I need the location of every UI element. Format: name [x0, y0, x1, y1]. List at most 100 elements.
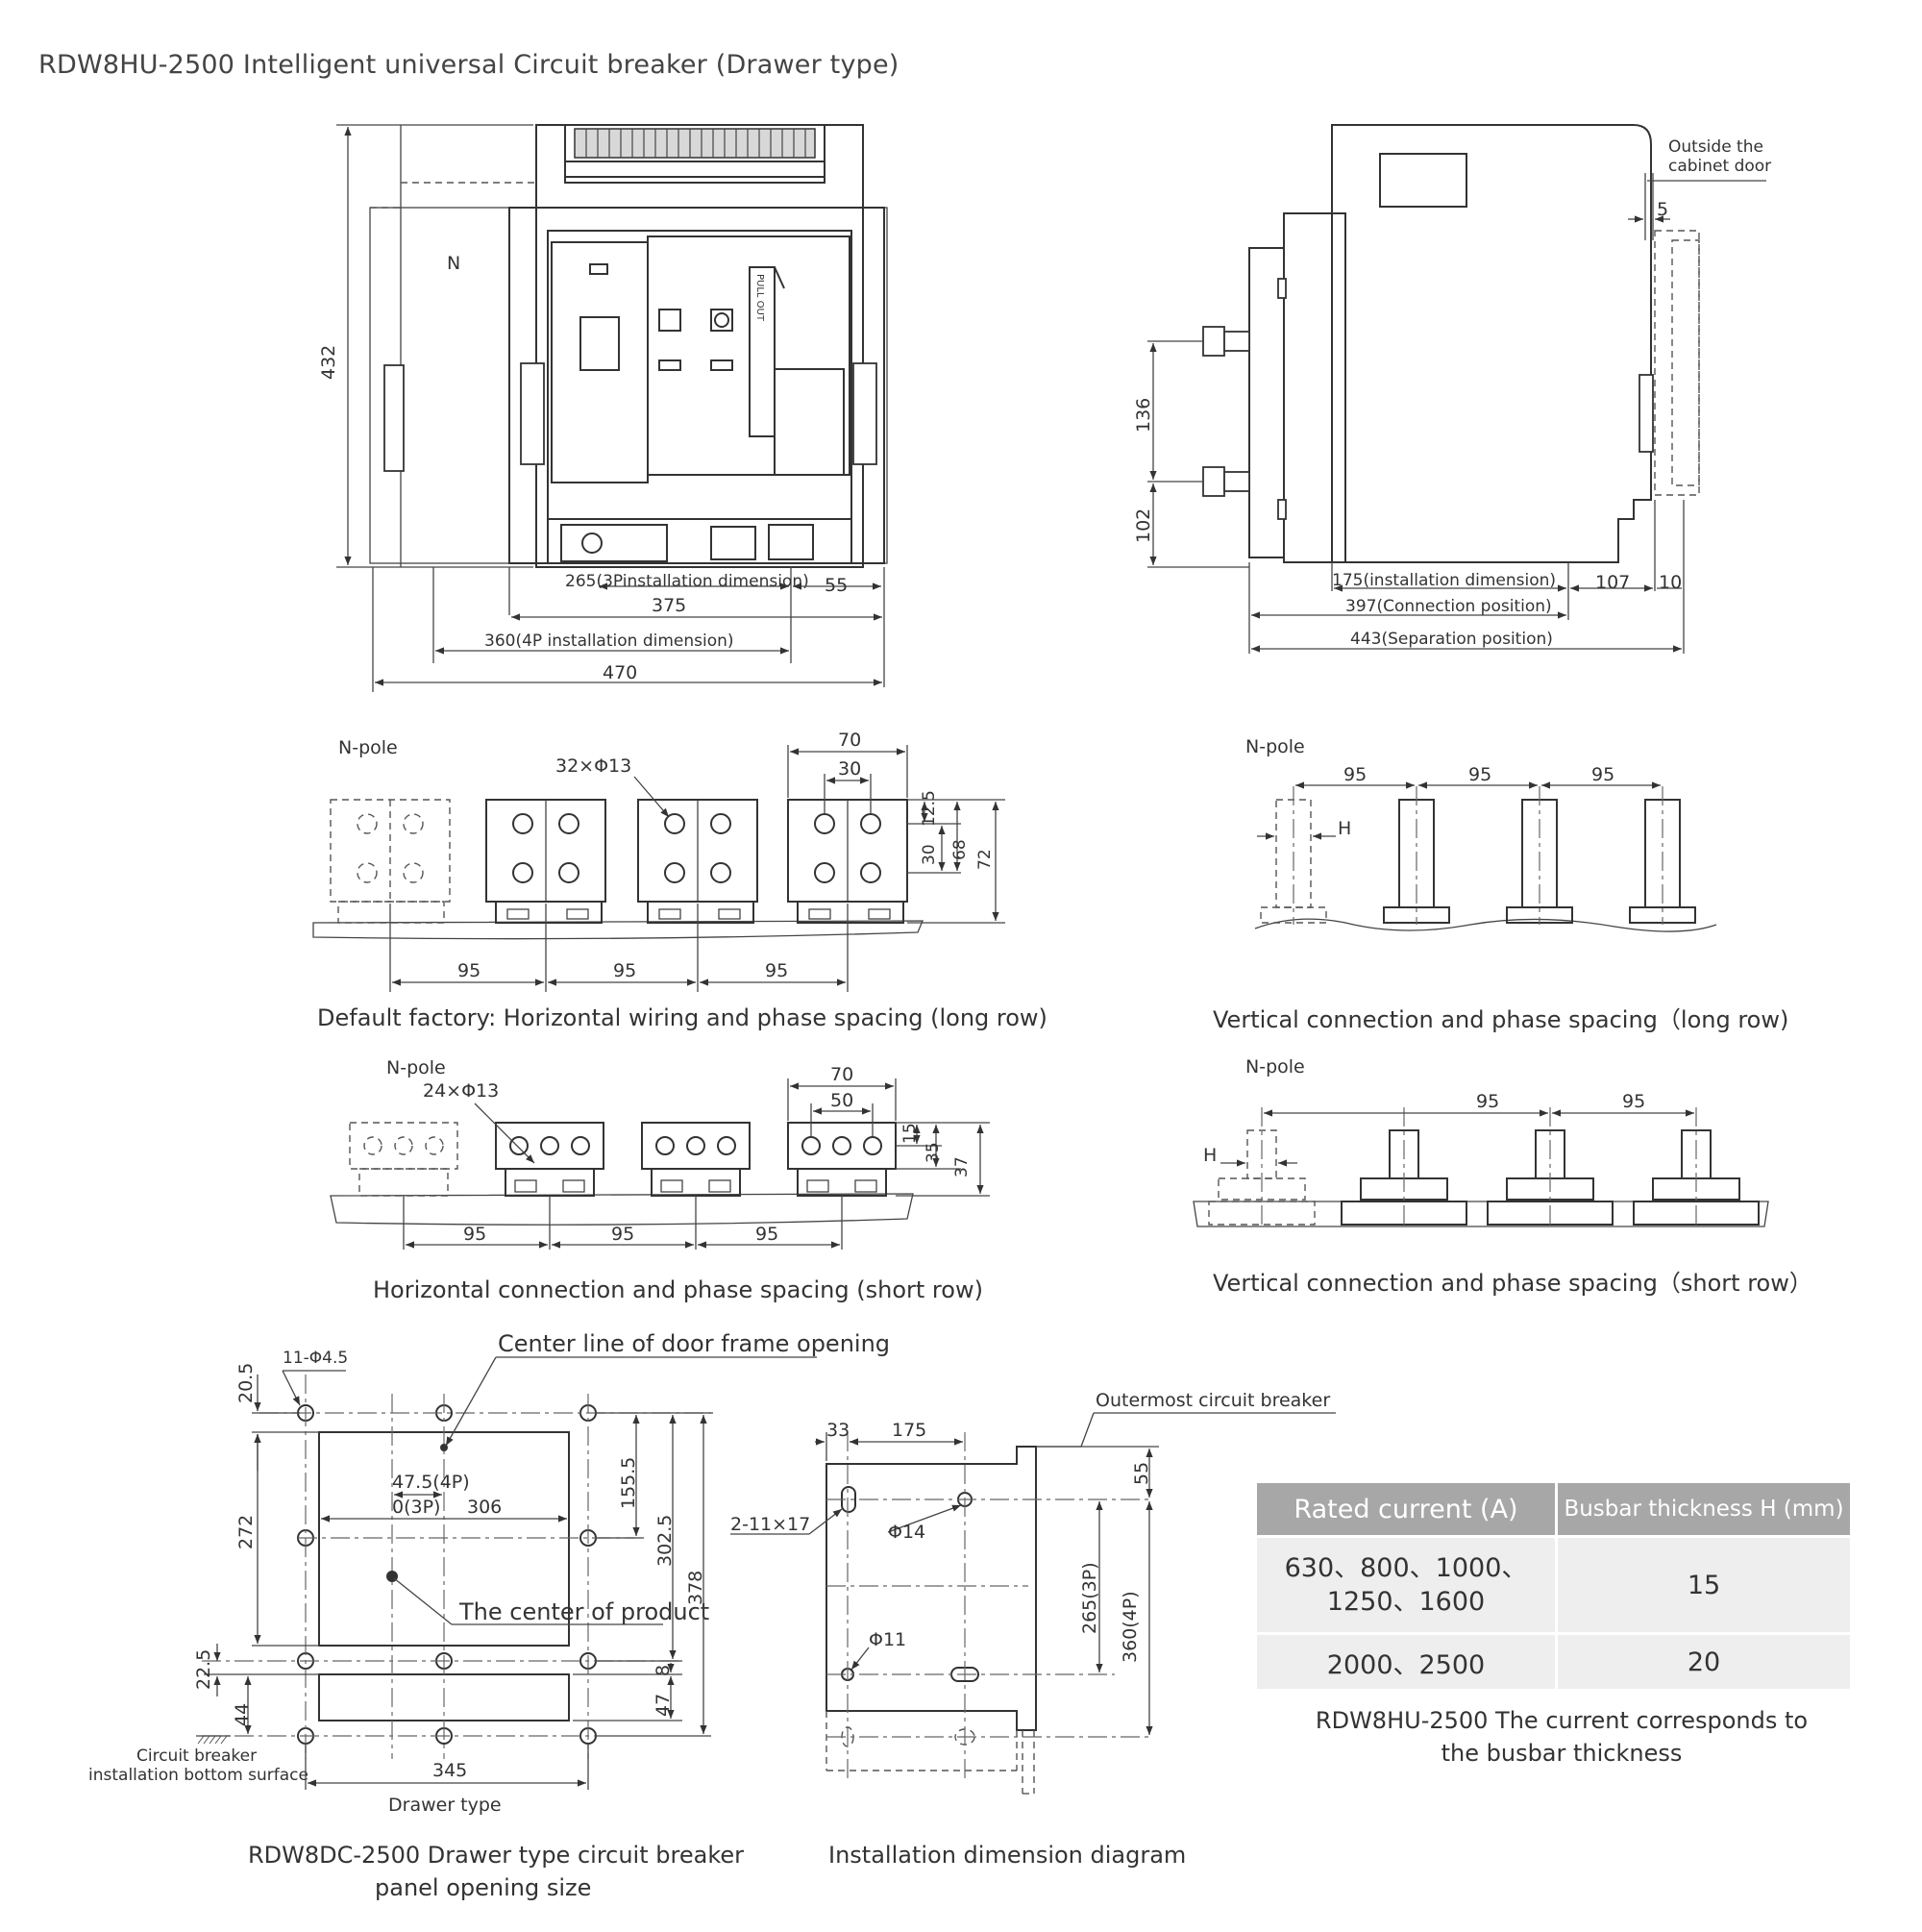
cell-current: 630、800、1000、 1250、1600 [1257, 1535, 1558, 1634]
spacing-95: 95 [1622, 1091, 1645, 1112]
dim-70: 70 [838, 730, 861, 751]
n-pole-label: N [447, 253, 460, 274]
dim-10: 10 [1659, 572, 1682, 593]
dim-47-5-4p: 47.5(4P) [392, 1472, 470, 1493]
spacing-95: 95 [463, 1224, 486, 1245]
caption-horizontal-short: Horizontal connection and phase spacing … [373, 1276, 983, 1303]
caption-line-2: the busbar thickness [1441, 1740, 1683, 1767]
spacing-95: 95 [1343, 764, 1367, 785]
dim-272: 272 [235, 1515, 257, 1549]
dim-306: 306 [467, 1497, 502, 1518]
dim-397: 397(Connection position) [1345, 597, 1552, 616]
dim-70: 70 [830, 1064, 853, 1085]
dim-68: 68 [950, 839, 970, 860]
caption-vertical-short: Vertical connection and phase spacing（sh… [1213, 1270, 1812, 1297]
horizontal-short-row: N-pole 24×Φ13 70 50 15 35 [330, 1057, 990, 1303]
dim-12-5: 12.5 [920, 790, 939, 827]
spacing-95: 95 [611, 1224, 634, 1245]
dim-30: 30 [838, 758, 861, 780]
h-label: H [1203, 1145, 1217, 1166]
n-pole-label: N-pole [1245, 736, 1305, 757]
caption-horizontal-long: Default factory: Horizontal wiring and p… [317, 1004, 1047, 1031]
dim-44: 44 [232, 1703, 253, 1726]
cell-thickness: 20 [1556, 1632, 1850, 1689]
dim-0-3p: 0(3P) [392, 1497, 440, 1518]
busbar-table-caption: RDW8HU-2500 The current corresponds to t… [1257, 1704, 1866, 1770]
holes-24-phi13: 24×Φ13 [423, 1080, 499, 1102]
dim-175: 175 [892, 1420, 926, 1441]
header-busbar-thickness: Busbar thickness H (mm) [1556, 1483, 1850, 1537]
table-header-row: Rated current (A) Busbar thickness H (mm… [1257, 1483, 1850, 1537]
spacing-95: 95 [1591, 764, 1614, 785]
side-view: 5 Outside the cabinet door 136 102 175(i… [1133, 124, 1771, 654]
dim-50: 50 [830, 1090, 853, 1111]
slot-label: 2-11×17 [730, 1514, 810, 1535]
dim-265-3p: 265(3P) [1079, 1562, 1100, 1634]
bottom-label-1: Circuit breaker [136, 1746, 257, 1766]
holes-11-phi4-5: 11-Φ4.5 [283, 1349, 348, 1368]
dim-345: 345 [432, 1760, 467, 1781]
dim-360-4p: 360(4P installation dimension) [484, 632, 734, 651]
dim-432: 432 [318, 345, 339, 380]
dim-175-install: 175(installation dimension) [1332, 571, 1556, 590]
dim-30-vertical: 30 [920, 844, 939, 865]
product-center-label: The center of product [458, 1598, 709, 1625]
panel-opening: 11-Φ4.5 Center line of door frame openin… [88, 1330, 890, 1901]
dim-378: 378 [685, 1571, 706, 1605]
dim-15: 15 [900, 1123, 920, 1144]
outermost-label: Outermost circuit breaker [1096, 1390, 1330, 1411]
dim-443: 443(Separation position) [1350, 630, 1553, 649]
terminal-block [564, 128, 825, 178]
page-title: RDW8HU-2500 Intelligent universal Circui… [38, 50, 899, 80]
installation-dimension: 33 175 Outermost circuit breaker 55 265(… [730, 1390, 1336, 1869]
dim-33: 33 [826, 1420, 850, 1441]
dim-470: 470 [603, 662, 637, 683]
n-pole-label: N-pole [338, 737, 398, 758]
caption-panel-opening-2: panel opening size [375, 1874, 591, 1901]
spacing-95: 95 [1476, 1091, 1499, 1112]
busbar-table: Rated current (A) Busbar thickness H (mm… [1257, 1483, 1850, 1689]
cell-current: 2000、2500 [1257, 1632, 1558, 1689]
dim-107: 107 [1595, 572, 1630, 593]
bottom-label-2: installation bottom surface [88, 1766, 308, 1785]
dim-5: 5 [1657, 199, 1668, 220]
caption-panel-opening-1: RDW8DC-2500 Drawer type circuit breaker [248, 1842, 744, 1869]
outside-door-label-1: Outside the [1668, 137, 1763, 157]
dim-360-4p: 360(4P) [1120, 1591, 1141, 1663]
pull-out-label: PULL OUT [754, 274, 765, 322]
dim-22-5: 22.5 [193, 1649, 214, 1690]
h-label: H [1338, 818, 1351, 839]
spacing-95: 95 [755, 1224, 778, 1245]
caption-installation: Installation dimension diagram [828, 1842, 1186, 1869]
current-line-2: 1250、1600 [1326, 1587, 1486, 1617]
door-center-label: Center line of door frame opening [498, 1330, 890, 1357]
drawer-type-label: Drawer type [388, 1795, 502, 1816]
caption-vertical-long: Vertical connection and phase spacing（lo… [1213, 1006, 1788, 1033]
dim-302-5: 302.5 [654, 1515, 676, 1567]
dim-72: 72 [975, 849, 995, 870]
dim-35: 35 [924, 1142, 943, 1163]
dim-8: 8 [653, 1665, 674, 1676]
phi11-label: Φ11 [869, 1629, 906, 1650]
current-line-1: 630、800、1000、 [1284, 1553, 1528, 1583]
dim-55: 55 [1131, 1462, 1152, 1485]
dim-20-5: 20.5 [235, 1363, 257, 1403]
dim-265-3p: 265(3Pinstallation dimension) [565, 572, 809, 591]
dim-37: 37 [952, 1156, 972, 1177]
holes-32-phi13: 32×Φ13 [555, 755, 631, 777]
n-pole-label: N-pole [1245, 1056, 1305, 1077]
table-row: 630、800、1000、 1250、1600 15 [1257, 1535, 1850, 1634]
spacing-95: 95 [613, 960, 636, 981]
dim-375: 375 [652, 595, 686, 616]
spacing-95: 95 [765, 960, 788, 981]
spacing-95: 95 [1468, 764, 1491, 785]
dim-136: 136 [1133, 398, 1154, 433]
dim-55: 55 [825, 575, 848, 596]
dim-47: 47 [653, 1694, 674, 1717]
table-row: 2000、2500 20 [1257, 1632, 1850, 1689]
dim-155-5: 155.5 [618, 1457, 639, 1509]
horizontal-long-row: N-pole 32×Φ13 70 [312, 730, 1047, 1031]
front-view: PULL OUT N 432 265(3Pinstallation dimens… [318, 124, 888, 692]
dim-102: 102 [1133, 508, 1154, 543]
